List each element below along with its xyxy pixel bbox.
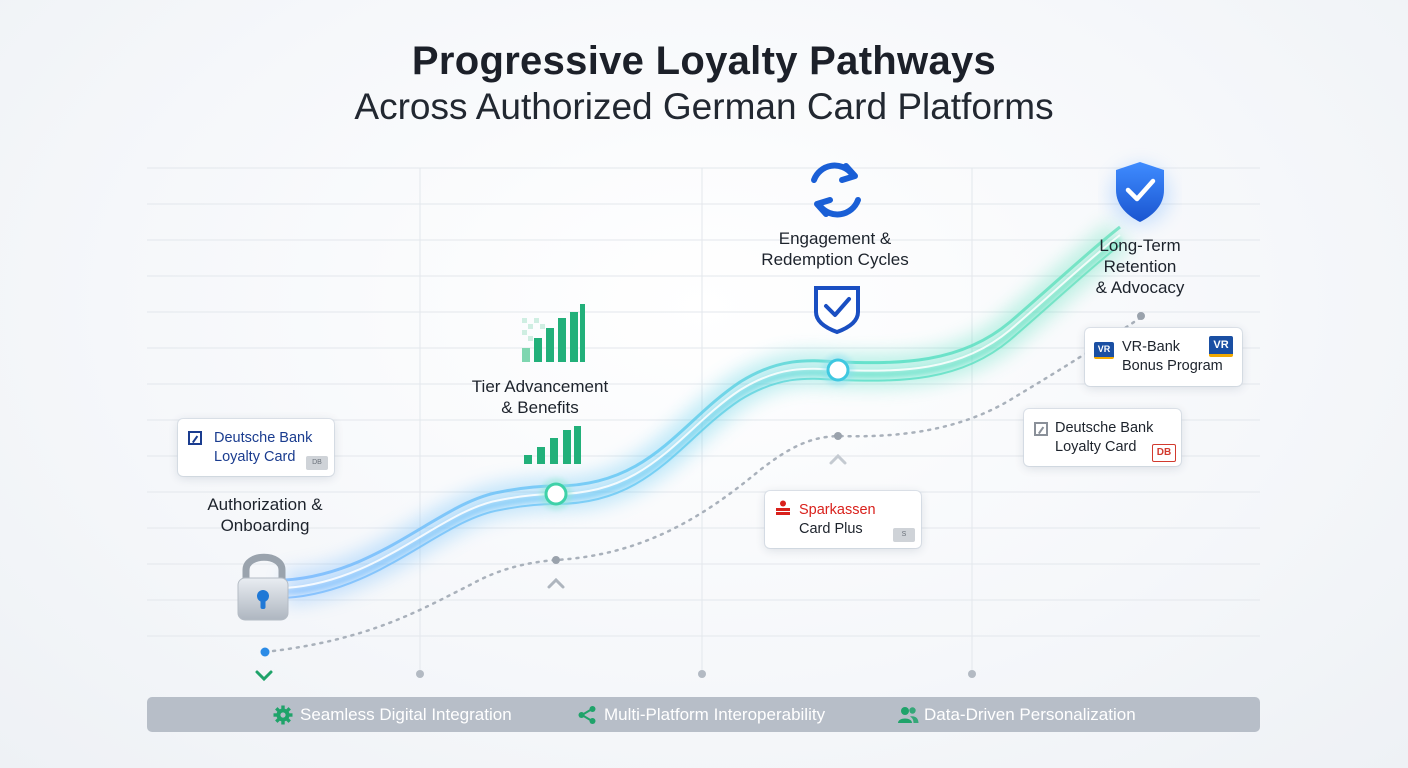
card-tag: DB <box>306 456 328 470</box>
card-subtitle: Card Plus <box>799 521 863 537</box>
padlock-icon <box>237 553 289 621</box>
card-subtitle: Loyalty Card <box>214 449 296 465</box>
stage-label-retain: Long-Term Retention & Advocacy <box>1095 236 1185 297</box>
card-sparkassen: Sparkassen Card Plus S <box>765 491 921 548</box>
card-deutsche-bank-left: Deutsche Bank Loyalty Card DB <box>178 419 334 476</box>
stage-label-tier: Tier Advancement & Benefits <box>471 377 609 417</box>
bar-chart-icon <box>522 304 585 362</box>
grid-tick-dots <box>416 670 976 678</box>
title-block: Progressive Loyalty Pathways Across Auth… <box>0 38 1408 130</box>
bar-chart-small-icon <box>524 426 581 464</box>
footer-bar: Seamless Digital Integration Multi-Platf… <box>147 697 1260 732</box>
users-icon <box>898 707 919 723</box>
footer-label: Multi-Platform Interoperability <box>604 705 826 724</box>
milestone-node-tier <box>540 478 572 510</box>
card-title: Deutsche Bank <box>214 430 313 446</box>
milestone-node-engage <box>822 354 854 386</box>
baseline-markers <box>255 312 1145 682</box>
refresh-icon <box>811 162 861 218</box>
card-deutsche-bank-right: Deutsche Bank Loyalty Card DB <box>1024 409 1181 466</box>
card-subtitle: Bonus Program <box>1122 358 1223 374</box>
footer-label: Data-Driven Personalization <box>924 705 1136 724</box>
footer-item-integration: Seamless Digital Integration <box>273 697 512 732</box>
card-vr-bank: VR VR-Bank Bonus Program VR <box>1085 328 1242 386</box>
footer-label: Seamless Digital Integration <box>300 705 512 724</box>
share-icon <box>578 706 596 724</box>
page-title: Progressive Loyalty Pathways <box>411 39 997 83</box>
sparkassen-logo-icon <box>776 500 790 515</box>
card-title: Deutsche Bank <box>1055 420 1154 436</box>
stage-label-auth: Authorization & Onboarding <box>207 495 323 535</box>
deutsche-bank-logo-icon <box>188 431 202 445</box>
stage-label-engage: Engagement & Redemption Cycles <box>761 229 909 269</box>
deutsche-bank-logo-icon <box>1034 422 1048 436</box>
card-tag: S <box>893 528 915 542</box>
shield-check-icon <box>1110 162 1170 225</box>
db-badge: DB <box>1152 444 1176 462</box>
main-pathway <box>283 221 1131 605</box>
page-subtitle: Across Authorized German Card Platforms <box>354 86 1054 127</box>
card-subtitle: Loyalty Card <box>1055 439 1137 455</box>
baseline-dotted-path <box>263 316 1142 654</box>
card-title: Sparkassen <box>799 502 876 518</box>
footer-item-personalization: Data-Driven Personalization <box>897 697 1136 732</box>
footer-item-interoperability: Multi-Platform Interoperability <box>577 697 825 732</box>
card-title: VR-Bank <box>1122 339 1181 355</box>
vr-bank-logo-icon: VR <box>1094 342 1114 359</box>
gear-icon <box>273 705 293 725</box>
shield-badge-icon <box>814 286 860 335</box>
vr-badge: VR <box>1209 336 1233 357</box>
